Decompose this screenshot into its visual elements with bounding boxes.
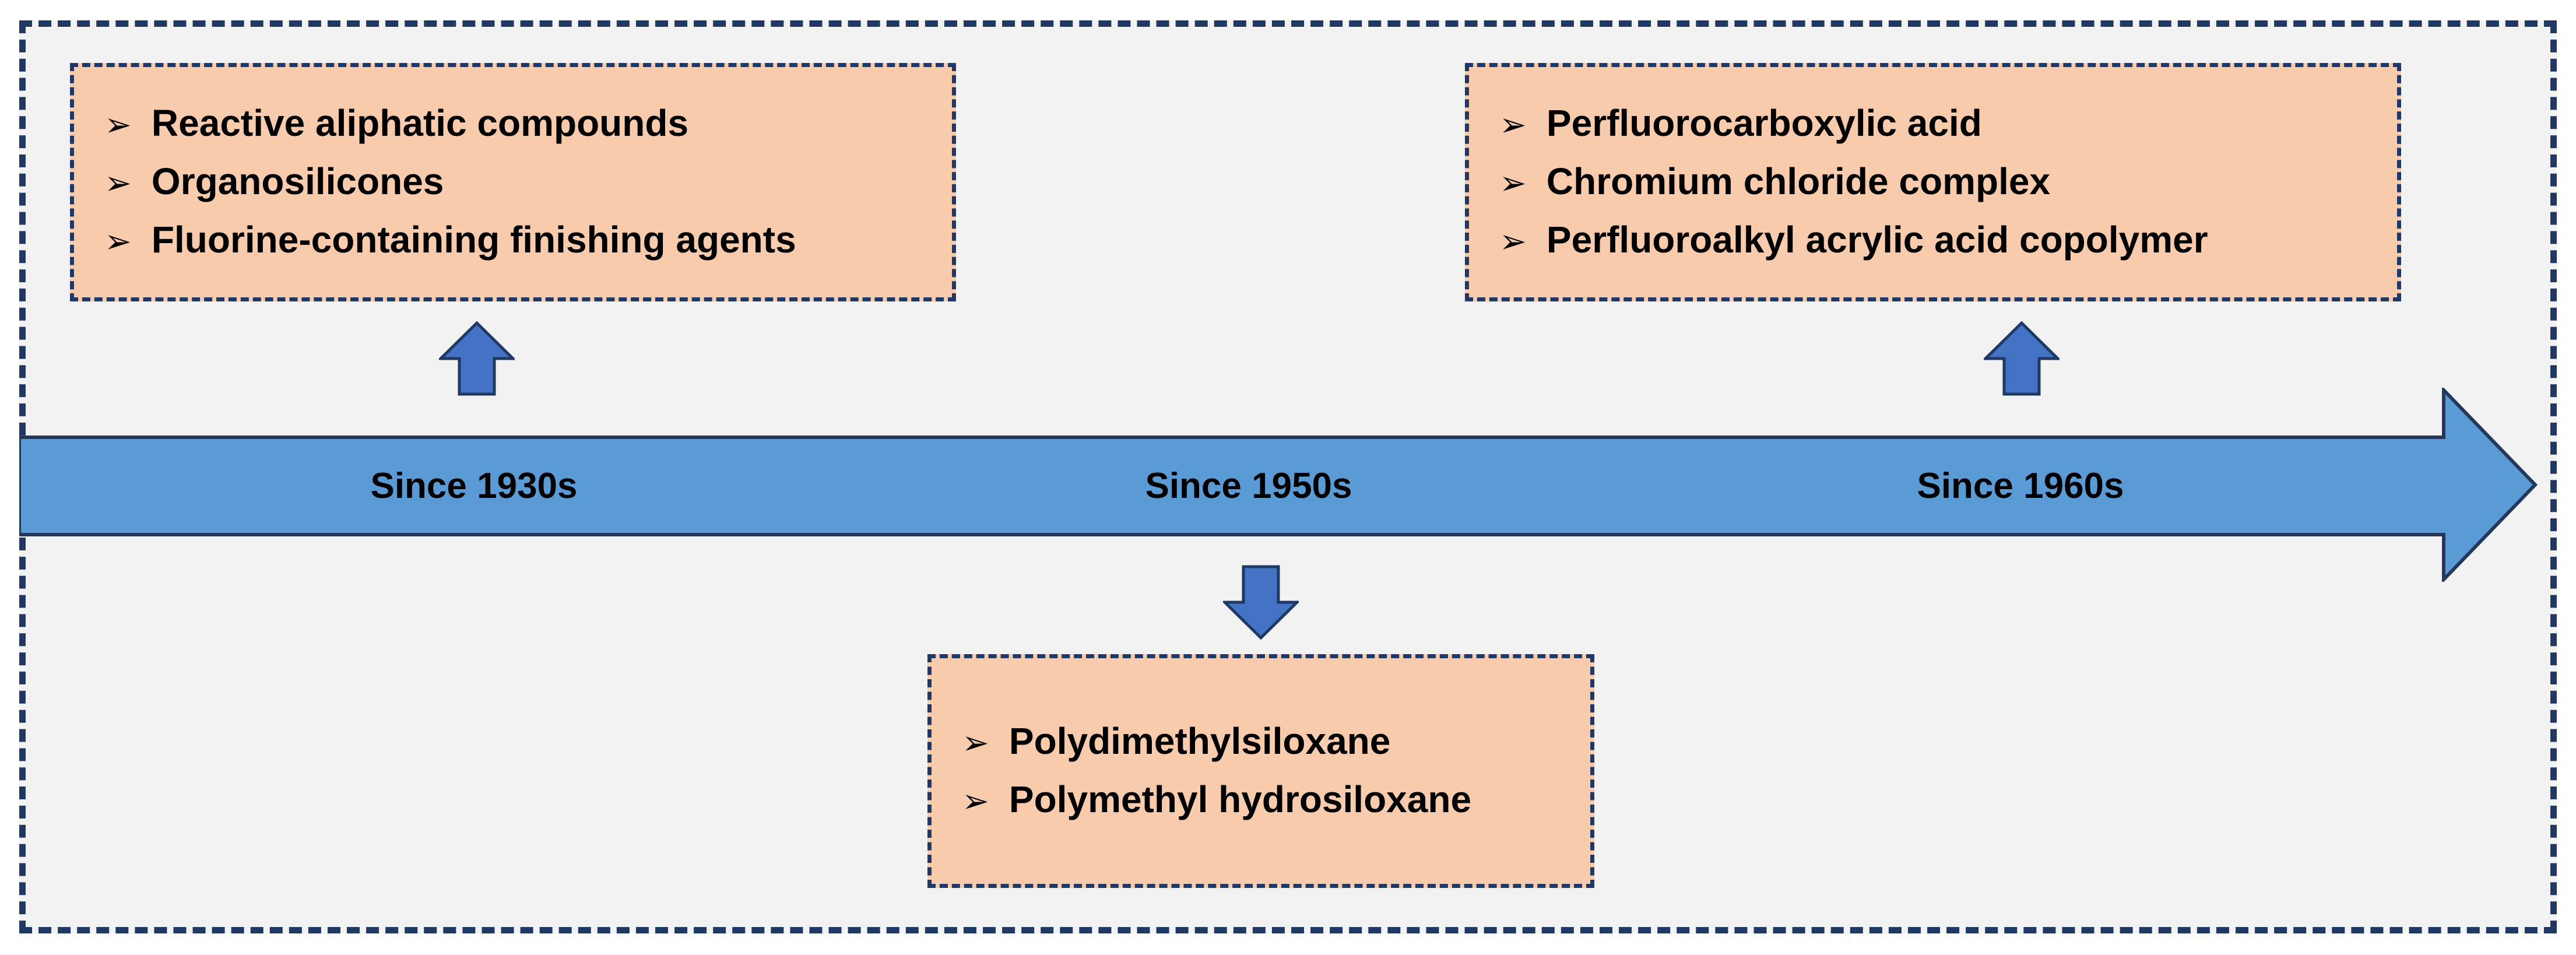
arrowhead-bullet-icon: ➢ [104, 222, 132, 261]
arrowhead-bullet-icon: ➢ [104, 164, 132, 202]
content-box-since-1950s: ➢ Polydimethylsiloxane ➢ Polymethyl hydr… [927, 654, 1594, 888]
content-box-since-1930s: ➢ Reactive aliphatic compounds ➢ Organos… [70, 63, 956, 301]
arrowhead-bullet-icon: ➢ [962, 782, 989, 820]
down-arrow-icon [1223, 565, 1299, 640]
timeline-arrow-shape [19, 388, 2538, 582]
list-item-label: Reactive aliphatic compounds [151, 101, 689, 144]
list-item: ➢ Perfluorocarboxylic acid [1499, 95, 2385, 153]
timeline-label-1960s: Since 1960s [1917, 466, 2124, 506]
list-item-label: Organosilicones [151, 160, 444, 202]
up-arrow-icon [1984, 321, 2060, 396]
list-item: ➢ Polydimethylsiloxane [962, 713, 1579, 771]
list-item-label: Polydimethylsiloxane [1008, 719, 1391, 762]
list-item: ➢ Chromium chloride complex [1499, 153, 2385, 212]
list-item-label: Perfluorocarboxylic acid [1546, 101, 1982, 144]
list-item-label: Fluorine-containing finishing agents [151, 218, 796, 261]
up-arrow-icon [439, 321, 515, 396]
list-item-label: Perfluoroalkyl acrylic acid copolymer [1546, 218, 2208, 261]
arrowhead-bullet-icon: ➢ [962, 724, 989, 762]
arrowhead-bullet-icon: ➢ [1499, 106, 1527, 144]
list-item: ➢ Fluorine-containing finishing agents [104, 212, 940, 270]
list-item-label: Polymethyl hydrosiloxane [1008, 778, 1472, 820]
list-item: ➢ Polymethyl hydrosiloxane [962, 771, 1579, 830]
content-box-since-1960s: ➢ Perfluorocarboxylic acid ➢ Chromium ch… [1465, 63, 2401, 301]
list-item: ➢ Reactive aliphatic compounds [104, 95, 940, 153]
timeline-label-1930s: Since 1930s [370, 466, 578, 506]
timeline-arrow [19, 388, 2538, 582]
arrowhead-bullet-icon: ➢ [1499, 164, 1527, 202]
timeline-label-1950s: Since 1950s [1145, 466, 1352, 506]
arrowhead-bullet-icon: ➢ [1499, 222, 1527, 261]
list-item: ➢ Perfluoroalkyl acrylic acid copolymer [1499, 212, 2385, 270]
list-item: ➢ Organosilicones [104, 153, 940, 212]
arrowhead-bullet-icon: ➢ [104, 106, 132, 144]
list-item-label: Chromium chloride complex [1546, 160, 2051, 202]
